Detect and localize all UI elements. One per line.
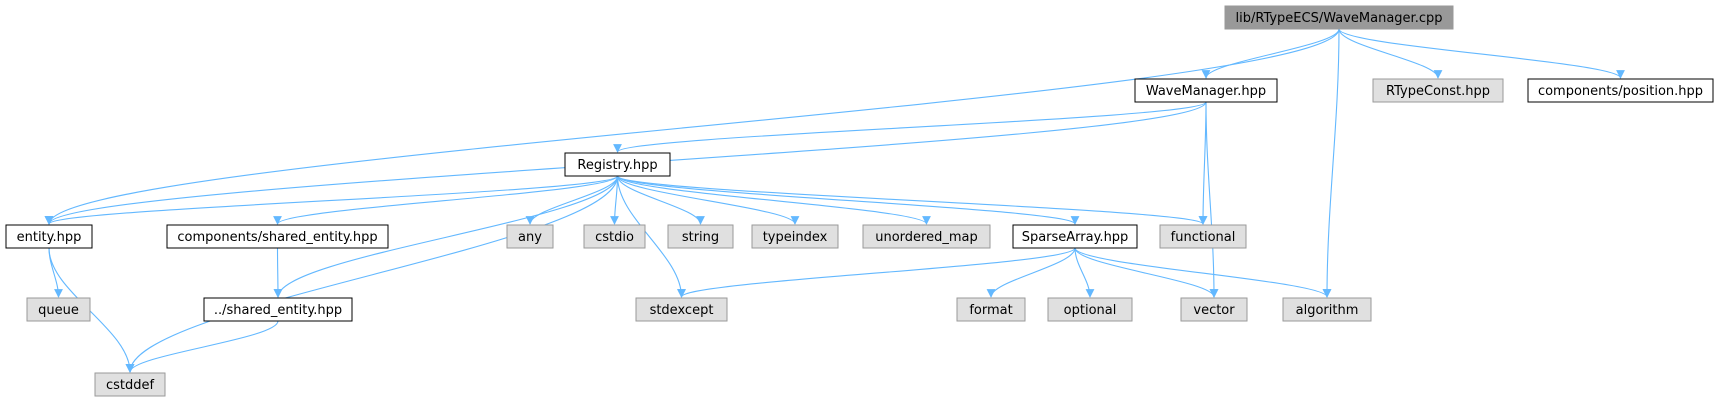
node-label: optional: [1064, 303, 1117, 318]
node-label: entity.hpp: [17, 230, 82, 245]
node-typeindex[interactable]: typeindex: [751, 224, 839, 249]
node-comp_shared[interactable]: components/shared_entity.hpp: [166, 224, 389, 249]
edge-comp_shared-to-shared: [273, 247, 283, 298]
node-box: [862, 224, 991, 249]
edge-sparse-to-format: [986, 247, 1076, 298]
node-box: [667, 224, 734, 249]
edge-registry-to-stdexcept: [616, 175, 686, 298]
node-label: SparseArray.hpp: [1022, 230, 1129, 245]
edge-shared-to-cstddef: [125, 320, 279, 373]
edge-root-to-entity: [44, 28, 1340, 225]
node-sparse[interactable]: SparseArray.hpp: [1012, 224, 1138, 249]
node-label: string: [682, 230, 719, 245]
node-box: [635, 297, 728, 322]
node-box: [1012, 224, 1138, 249]
edge-registry-to-entity: [44, 175, 619, 225]
edge-registry-to-functional: [616, 175, 1208, 225]
node-algorithm[interactable]: algorithm: [1282, 297, 1372, 322]
node-label: components/shared_entity.hpp: [177, 230, 377, 245]
node-registry[interactable]: Registry.hpp: [564, 152, 671, 177]
edge-wavemgr-to-vector: [1205, 101, 1219, 298]
node-label: components/position.hpp: [1538, 84, 1703, 99]
node-box: [751, 224, 839, 249]
node-string[interactable]: string: [667, 224, 734, 249]
edge-root-to-position: [1338, 28, 1625, 79]
edge-root-to-algorithm: [1322, 28, 1340, 298]
node-box: [5, 224, 93, 249]
node-position[interactable]: components/position.hpp: [1527, 78, 1714, 103]
edge-registry-to-typeindex: [616, 175, 800, 225]
node-any[interactable]: any: [506, 224, 554, 249]
node-rtypeconst[interactable]: RTypeConst.hpp: [1372, 78, 1504, 103]
node-stdexcept[interactable]: stdexcept: [635, 297, 728, 322]
node-label: stdexcept: [650, 303, 714, 318]
edge-root-to-rtypeconst: [1338, 28, 1443, 79]
node-label: WaveManager.hpp: [1146, 84, 1266, 99]
node-optional[interactable]: optional: [1047, 297, 1133, 322]
node-label: Registry.hpp: [577, 158, 657, 173]
node-label: any: [518, 230, 542, 245]
node-box: [1282, 297, 1372, 322]
node-unordered_map[interactable]: unordered_map: [862, 224, 991, 249]
node-box: [1134, 78, 1278, 103]
node-root[interactable]: lib/RTypeECS/WaveManager.cpp: [1224, 5, 1454, 30]
node-vector[interactable]: vector: [1180, 297, 1248, 322]
node-box: [506, 224, 554, 249]
edges-layer: [44, 28, 1625, 373]
node-label: functional: [1171, 230, 1236, 245]
node-format[interactable]: format: [956, 297, 1026, 322]
edge-sparse-to-vector: [1074, 247, 1219, 298]
edge-registry-to-cstdio: [610, 175, 619, 225]
node-box: [1159, 224, 1247, 249]
edge-registry-to-comp_shared: [273, 175, 619, 225]
node-box: [956, 297, 1026, 322]
edge-sparse-to-algorithm: [1074, 247, 1332, 298]
node-box: [166, 224, 389, 249]
node-label: cstddef: [106, 378, 155, 393]
node-functional[interactable]: functional: [1159, 224, 1247, 249]
node-wavemgr[interactable]: WaveManager.hpp: [1134, 78, 1278, 103]
node-cstdio[interactable]: cstdio: [583, 224, 646, 249]
edge-sparse-to-optional: [1074, 247, 1095, 298]
edge-wavemgr-to-functional: [1198, 101, 1208, 225]
node-label: typeindex: [763, 230, 828, 245]
node-queue[interactable]: queue: [26, 297, 91, 322]
node-entity[interactable]: entity.hpp: [5, 224, 93, 249]
node-label: queue: [38, 303, 79, 318]
edge-sparse-to-stdexcept: [677, 247, 1076, 298]
node-label: lib/RTypeECS/WaveManager.cpp: [1236, 11, 1443, 26]
node-shared[interactable]: ../shared_entity.hpp: [203, 297, 353, 322]
edge-root-to-wavemgr: [1201, 28, 1340, 79]
node-label: format: [969, 303, 1012, 318]
node-box: [583, 224, 646, 249]
node-label: RTypeConst.hpp: [1386, 84, 1490, 99]
node-box: [1527, 78, 1714, 103]
node-label: cstdio: [595, 230, 634, 245]
edge-registry-to-any: [525, 175, 619, 225]
node-box: [1047, 297, 1133, 322]
node-box: [1180, 297, 1248, 322]
edge-wavemgr-to-registry: [613, 101, 1207, 153]
node-label: algorithm: [1296, 303, 1359, 318]
node-box: [26, 297, 91, 322]
edge-registry-to-string: [616, 175, 705, 225]
node-box: [94, 372, 166, 397]
node-box: [1372, 78, 1504, 103]
node-box: [564, 152, 671, 177]
edge-registry-to-cstddef: [125, 175, 619, 373]
node-box: [203, 297, 353, 322]
node-label: ../shared_entity.hpp: [214, 303, 342, 318]
node-cstddef[interactable]: cstddef: [94, 372, 166, 397]
node-label: unordered_map: [875, 230, 978, 245]
edge-registry-to-unordered_map: [616, 175, 931, 225]
node-label: vector: [1193, 303, 1235, 318]
edge-registry-to-shared: [273, 175, 619, 298]
edge-registry-to-sparse: [616, 175, 1080, 225]
node-box: [1224, 5, 1454, 30]
nodes-layer: lib/RTypeECS/WaveManager.cppWaveManager.…: [5, 5, 1714, 397]
